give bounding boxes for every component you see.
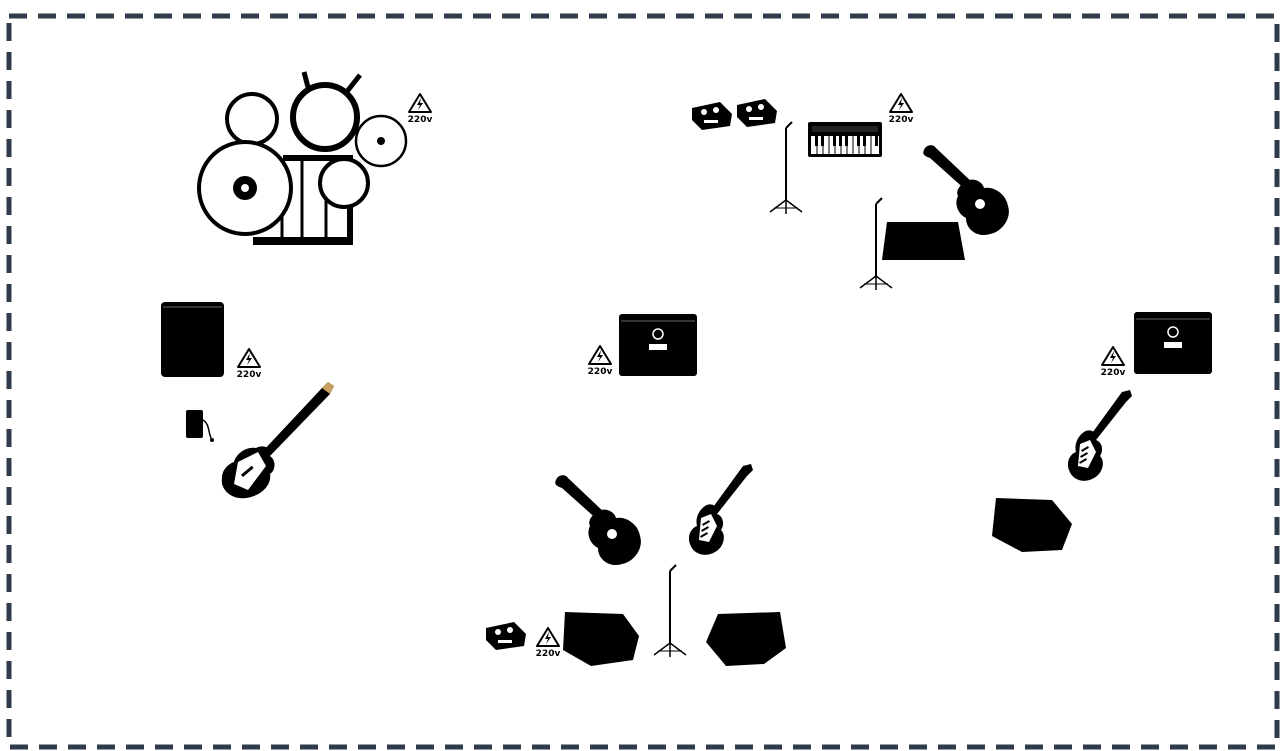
bass-guitar-icon bbox=[221, 382, 334, 499]
power-220v-icon bbox=[235, 348, 263, 381]
guitar-amp-icon bbox=[1133, 311, 1213, 375]
acoustic-guitar-icon bbox=[923, 145, 1009, 236]
power-220v-icon bbox=[406, 93, 434, 126]
di-box-icon bbox=[692, 102, 732, 130]
mic-stand-icon bbox=[769, 121, 803, 215]
power-220v-icon bbox=[534, 627, 562, 660]
wireless-pack-icon bbox=[186, 410, 214, 442]
power-220v-icon bbox=[586, 345, 614, 378]
mic-stand-icon bbox=[653, 564, 687, 658]
bass-amp-icon bbox=[161, 302, 224, 377]
guitar-amp-icon bbox=[618, 313, 698, 377]
di-box-icon bbox=[737, 99, 777, 127]
power-220v-icon bbox=[1099, 346, 1127, 379]
di-box-icon bbox=[486, 622, 526, 650]
stage-monitor-icon bbox=[882, 222, 965, 260]
electric-guitar-icon bbox=[1067, 390, 1132, 481]
drum-kit-icon bbox=[197, 71, 408, 245]
stage-monitor-icon bbox=[706, 612, 786, 666]
keyboard-icon bbox=[808, 122, 882, 157]
power-220v-icon bbox=[887, 93, 915, 126]
electric-guitar-icon bbox=[688, 464, 753, 555]
stage-monitor-icon bbox=[563, 612, 639, 666]
acoustic-guitar-icon bbox=[555, 475, 641, 566]
stage-monitor-icon bbox=[992, 498, 1072, 552]
stage-border bbox=[6, 13, 1280, 750]
